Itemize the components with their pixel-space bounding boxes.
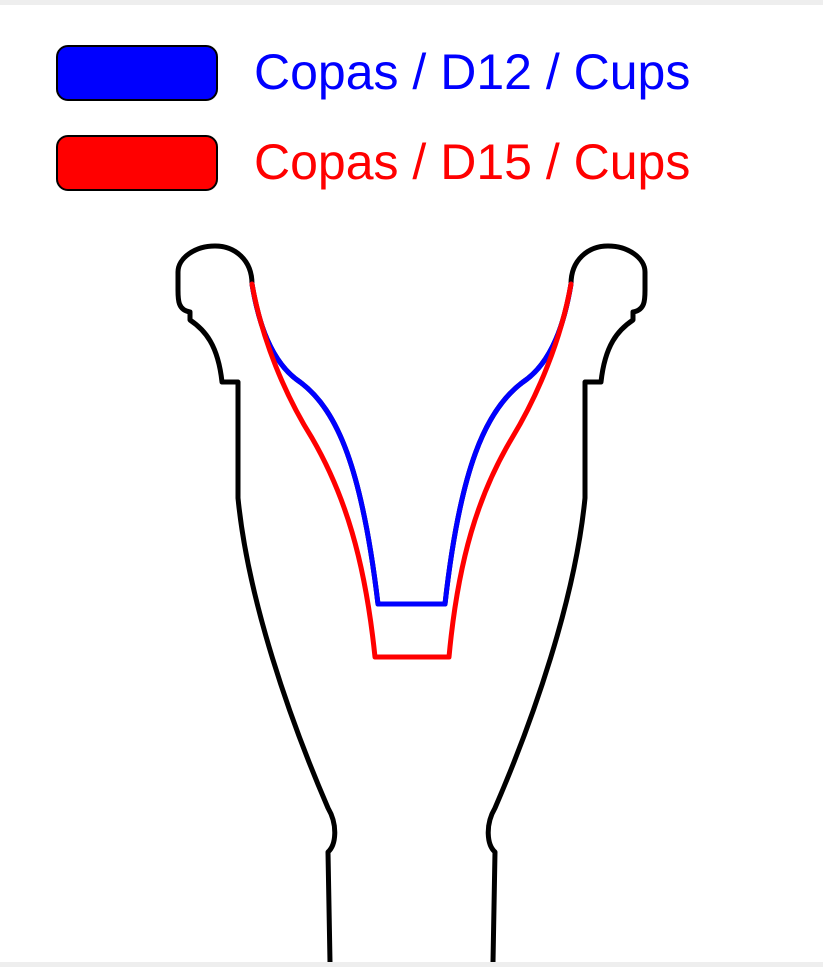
legend-swatch-d15	[56, 135, 218, 191]
slingshot-diagram	[175, 243, 648, 962]
cup-outline-d15	[249, 281, 574, 660]
legend-label-d12: Copas / D12 / Cups	[254, 44, 691, 100]
legend-swatch-d12	[56, 45, 218, 101]
legend-label-d15: Copas / D15 / Cups	[254, 134, 691, 190]
diagram-canvas: Copas / D12 / Cups Copas / D15 / Cups	[0, 5, 823, 962]
cup-outline-d12	[249, 281, 574, 607]
